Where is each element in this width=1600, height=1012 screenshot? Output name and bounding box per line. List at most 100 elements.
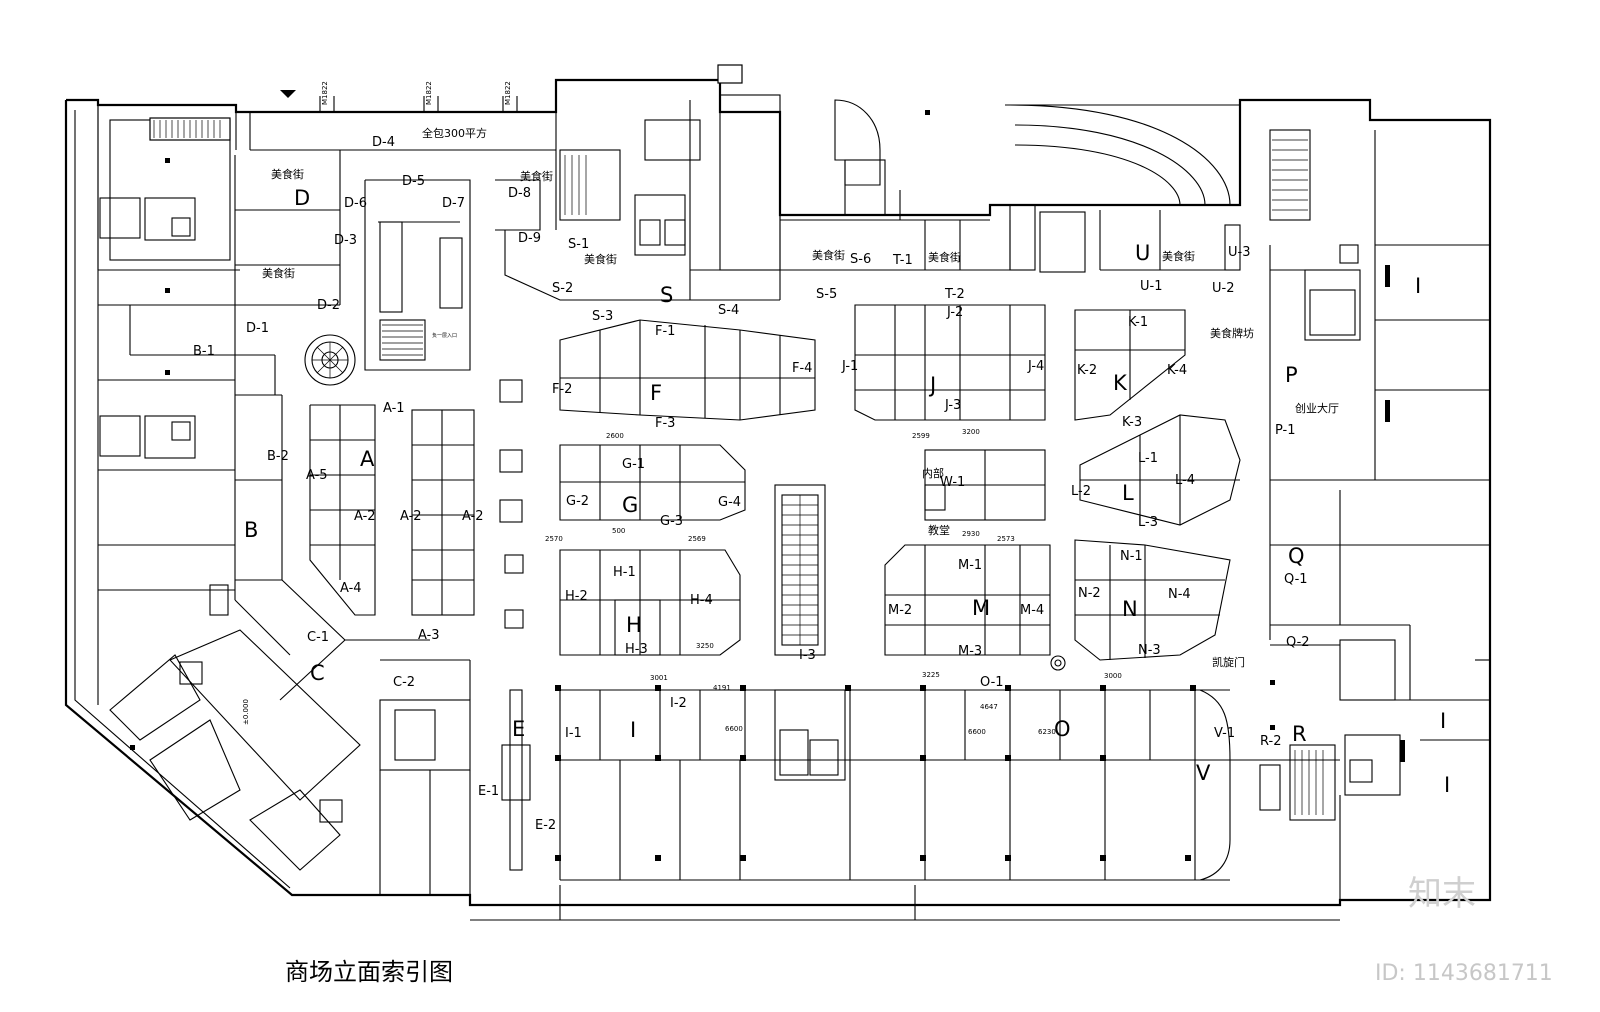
label-d7: D-7 — [442, 196, 465, 211]
label-k3: K-3 — [1122, 415, 1142, 430]
label-food2: 美食街 — [262, 266, 295, 280]
label-i3: I-3 — [799, 648, 816, 663]
door-m1822-b: M1822 — [425, 81, 433, 105]
watermark-brand: 知末 — [1408, 874, 1476, 914]
label-v1: V-1 — [1214, 726, 1235, 741]
label-d5: D-5 — [402, 174, 425, 189]
label-e1: E-1 — [478, 784, 499, 799]
label-d3: D-3 — [334, 233, 357, 248]
label-s4: S-4 — [718, 303, 739, 318]
label-kaixuanmen: 凯旋门 — [1212, 655, 1245, 669]
label-I-right2: I — [1440, 709, 1446, 733]
label-E: E — [512, 717, 525, 741]
label-chuangye: 创业大厅 — [1295, 401, 1339, 415]
label-I-right1: I — [1415, 274, 1421, 298]
label-h3: H-3 — [625, 642, 648, 657]
dim-3200: 3200 — [962, 428, 980, 436]
door-m1822-c: M1822 — [504, 81, 512, 105]
label-m4: M-4 — [1020, 603, 1044, 618]
label-f2: F-2 — [552, 382, 572, 397]
label-a2c: A-2 — [462, 509, 484, 524]
label-h1: H-1 — [613, 565, 636, 580]
right-block — [1259, 129, 1490, 900]
label-d1: D-1 — [246, 321, 269, 336]
label-K: K — [1113, 371, 1128, 395]
annotations: M1822 M1822 M1822 2600 2599 3200 2570 50… — [242, 81, 1122, 736]
dim-2573: 2573 — [997, 535, 1015, 543]
label-q2: Q-2 — [1286, 635, 1310, 650]
label-l2: L-2 — [1071, 484, 1091, 499]
label-h2: H-2 — [565, 589, 588, 604]
label-paifang: 美食牌坊 — [1210, 326, 1254, 340]
dim-4191: 4191 — [713, 684, 731, 692]
label-B: B — [244, 518, 258, 542]
label-A: A — [360, 447, 375, 471]
label-m3: M-3 — [958, 644, 982, 659]
left-block — [97, 105, 430, 871]
label-s6: S-6 — [850, 252, 871, 267]
label-n2: N-2 — [1078, 586, 1101, 601]
label-I-right3: I — [1444, 773, 1450, 797]
dim-2569: 2569 — [688, 535, 706, 543]
label-s3: S-3 — [592, 309, 613, 324]
label-i2: I-2 — [670, 696, 687, 711]
label-a3: A-3 — [418, 628, 440, 643]
label-d8: D-8 — [508, 186, 531, 201]
label-c2: C-2 — [393, 675, 415, 690]
label-i1: I-1 — [565, 726, 582, 741]
label-c1: C-1 — [307, 630, 329, 645]
dim-500: 500 — [612, 527, 625, 535]
label-F: F — [650, 381, 662, 405]
label-fuyi: 负一层入口 — [432, 332, 457, 339]
label-g2: G-2 — [566, 494, 589, 509]
label-k4: K-4 — [1167, 363, 1187, 378]
label-a1: A-1 — [383, 401, 405, 416]
label-m1: M-1 — [958, 558, 982, 573]
label-n1: N-1 — [1120, 549, 1143, 564]
dim-6230: 6230 — [1038, 728, 1056, 736]
bottom-shops — [379, 659, 1340, 921]
label-food3: 美食街 — [520, 169, 553, 183]
label-l1: L-1 — [1138, 451, 1158, 466]
label-g4: G-4 — [718, 495, 741, 510]
label-n4: N-4 — [1168, 587, 1191, 602]
label-food7: 美食街 — [1162, 249, 1195, 263]
label-f3: F-3 — [655, 416, 675, 431]
watermark-id: ID: 1143681711 — [1375, 961, 1553, 986]
label-I: I — [630, 718, 636, 742]
label-u2: U-2 — [1212, 281, 1234, 296]
label-p1: P-1 — [1275, 423, 1296, 438]
label-H: H — [626, 613, 642, 637]
label-R: R — [1292, 722, 1307, 746]
label-s2: S-2 — [552, 281, 573, 296]
label-G: G — [622, 493, 638, 517]
dim-2600: 2600 — [606, 432, 624, 440]
label-food5: 美食街 — [812, 248, 845, 262]
dim-3000: 3000 — [1104, 672, 1122, 680]
label-jiaotang: 教堂 — [928, 524, 950, 537]
label-D: D — [294, 186, 310, 210]
label-j3: J-3 — [944, 398, 961, 413]
dim-6600-a: 6600 — [725, 725, 743, 733]
label-u3: U-3 — [1228, 245, 1250, 260]
dim-6600-b: 6600 — [968, 728, 986, 736]
label-C: C — [310, 661, 325, 685]
label-s1: S-1 — [568, 237, 589, 252]
door-m1822-a: M1822 — [321, 81, 329, 105]
label-h4: H-4 — [690, 593, 713, 608]
label-L: L — [1122, 481, 1134, 505]
label-b2: B-2 — [267, 449, 289, 464]
label-Q: Q — [1288, 544, 1305, 568]
label-a2a: A-2 — [354, 509, 376, 524]
label-a5: A-5 — [306, 468, 328, 483]
dim-2570: 2570 — [545, 535, 563, 543]
label-b1: B-1 — [193, 344, 215, 359]
corridor-walls — [340, 94, 1241, 371]
label-k1: K-1 — [1128, 315, 1148, 330]
label-quanbao: 全包300平方 — [422, 126, 487, 140]
label-g3: G-3 — [660, 514, 683, 529]
label-q1: Q-1 — [1284, 572, 1308, 587]
label-o1: O-1 — [980, 675, 1004, 690]
label-food6: 美食街 — [928, 250, 961, 264]
